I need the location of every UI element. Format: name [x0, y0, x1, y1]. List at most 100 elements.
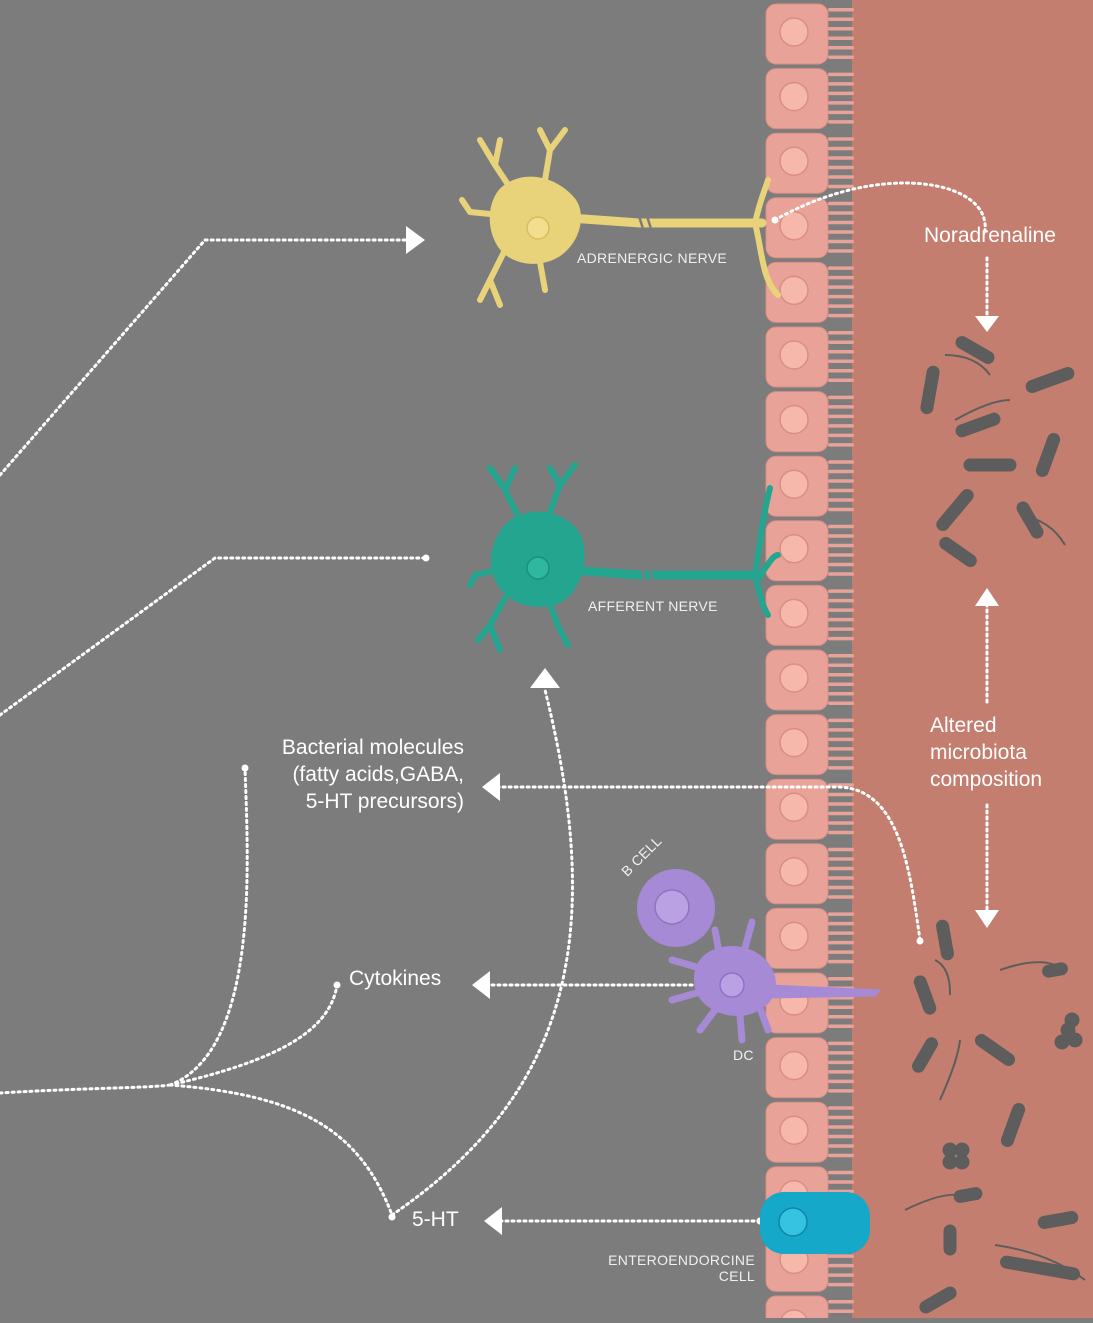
microvillus: [828, 831, 854, 835]
microvillus: [828, 18, 854, 22]
microvillus: [828, 211, 854, 215]
microvillus: [828, 599, 854, 603]
microvillus: [828, 1116, 854, 1120]
microvillus: [828, 802, 854, 806]
microvillus: [828, 470, 854, 474]
dot-noradrenaline: [772, 217, 779, 224]
serotonin-label: 5-HT: [412, 1208, 459, 1232]
microvillus: [828, 1125, 854, 1129]
microvillus: [828, 101, 854, 105]
microvillus: [828, 627, 854, 631]
entero-line-2: CELL: [608, 1268, 755, 1284]
epithelial-nucleus: [780, 793, 808, 821]
microvillus: [828, 1135, 854, 1139]
altered-microbiota-label: Altered microbiota composition: [930, 714, 1042, 792]
microvillus: [828, 977, 854, 981]
microvillus: [828, 120, 854, 124]
microvillus: [828, 534, 854, 538]
microvillus: [828, 396, 854, 400]
microvillus: [828, 434, 854, 438]
microvillus: [828, 360, 854, 364]
dot-bacterial: [242, 765, 249, 772]
microvillus: [828, 443, 854, 447]
microvillus: [828, 249, 854, 253]
bacterium-coccus: [1055, 1035, 1069, 1049]
epithelial-nucleus: [780, 599, 808, 627]
microvillus: [828, 202, 854, 206]
microvillus: [828, 276, 854, 280]
epithelial-nucleus: [780, 922, 808, 950]
entero-line-1: ENTEROENDORCINE: [608, 1252, 755, 1268]
dot-serotonin: [389, 1214, 396, 1221]
microvillus: [828, 1310, 854, 1314]
microvillus: [828, 1051, 854, 1055]
microvillus: [828, 1144, 854, 1148]
epithelial-nucleus: [780, 1052, 808, 1080]
microvillus: [828, 941, 854, 945]
microvillus: [828, 1080, 854, 1084]
epithelial-nucleus: [780, 341, 808, 369]
microvillus: [828, 314, 854, 318]
bacterial-line-1: Bacterial molecules: [282, 736, 464, 760]
microvillus: [828, 304, 854, 308]
microvillus: [828, 525, 854, 529]
microvillus: [828, 1106, 854, 1110]
afferent-nerve-label: AFFERENT NERVE: [588, 598, 718, 614]
microvillus: [828, 111, 854, 115]
epithelial-nucleus: [780, 729, 808, 757]
bacterial-line-2: (fatty acids,GABA,: [282, 763, 464, 787]
bacterium-coccus: [1068, 1033, 1082, 1047]
bacterium: [964, 459, 1016, 471]
microvillus: [828, 1154, 854, 1158]
microvillus: [828, 719, 854, 723]
altered-line-3: composition: [930, 768, 1042, 792]
microvillus: [828, 156, 854, 160]
microvillus: [828, 369, 854, 373]
microvillus: [828, 912, 854, 916]
microvillus: [828, 1171, 854, 1175]
microvillus: [828, 637, 854, 641]
dot-cytokines: [334, 982, 341, 989]
microvillus: [828, 1015, 854, 1019]
microvillus: [828, 886, 854, 890]
microvillus: [828, 664, 854, 668]
microvillus: [828, 738, 854, 742]
bacterial-line-3: 5-HT precursors): [282, 790, 464, 814]
microvillus: [828, 147, 854, 151]
dc-label: DC: [733, 1047, 754, 1063]
altered-line-1: Altered: [930, 714, 1042, 738]
microvillus: [828, 867, 854, 871]
epithelial-nucleus: [780, 406, 808, 434]
microvillus: [828, 479, 854, 483]
microvillus: [828, 415, 854, 419]
microvillus: [828, 563, 854, 567]
bacterium: [944, 1225, 956, 1255]
microvillus: [828, 747, 854, 751]
microvillus: [828, 608, 854, 612]
microvillus: [828, 572, 854, 576]
b-cell: [637, 869, 715, 947]
microvillus: [828, 73, 854, 77]
microvillus: [828, 848, 854, 852]
microvillus: [828, 266, 854, 270]
dot-bacteria-release: [917, 938, 924, 945]
microvillus: [828, 350, 854, 354]
microvillus: [828, 185, 854, 189]
microvillus: [828, 460, 854, 464]
epithelial-nucleus: [780, 147, 808, 175]
microvillus: [828, 1283, 854, 1287]
microvillus: [828, 424, 854, 428]
microvillus: [828, 1264, 854, 1268]
epithelial-nucleus: [780, 18, 808, 46]
altered-line-2: microbiota: [930, 741, 1042, 765]
dot-afferent: [423, 555, 430, 562]
microvillus: [828, 1061, 854, 1065]
enteroendocrine-cell: [760, 1192, 870, 1254]
microvillus: [828, 692, 854, 696]
epithelial-nucleus: [780, 470, 808, 498]
microvillus: [828, 895, 854, 899]
epithelial-nucleus: [780, 83, 808, 111]
microvillus: [828, 544, 854, 548]
noradrenaline-label: Noradrenaline: [924, 224, 1056, 248]
